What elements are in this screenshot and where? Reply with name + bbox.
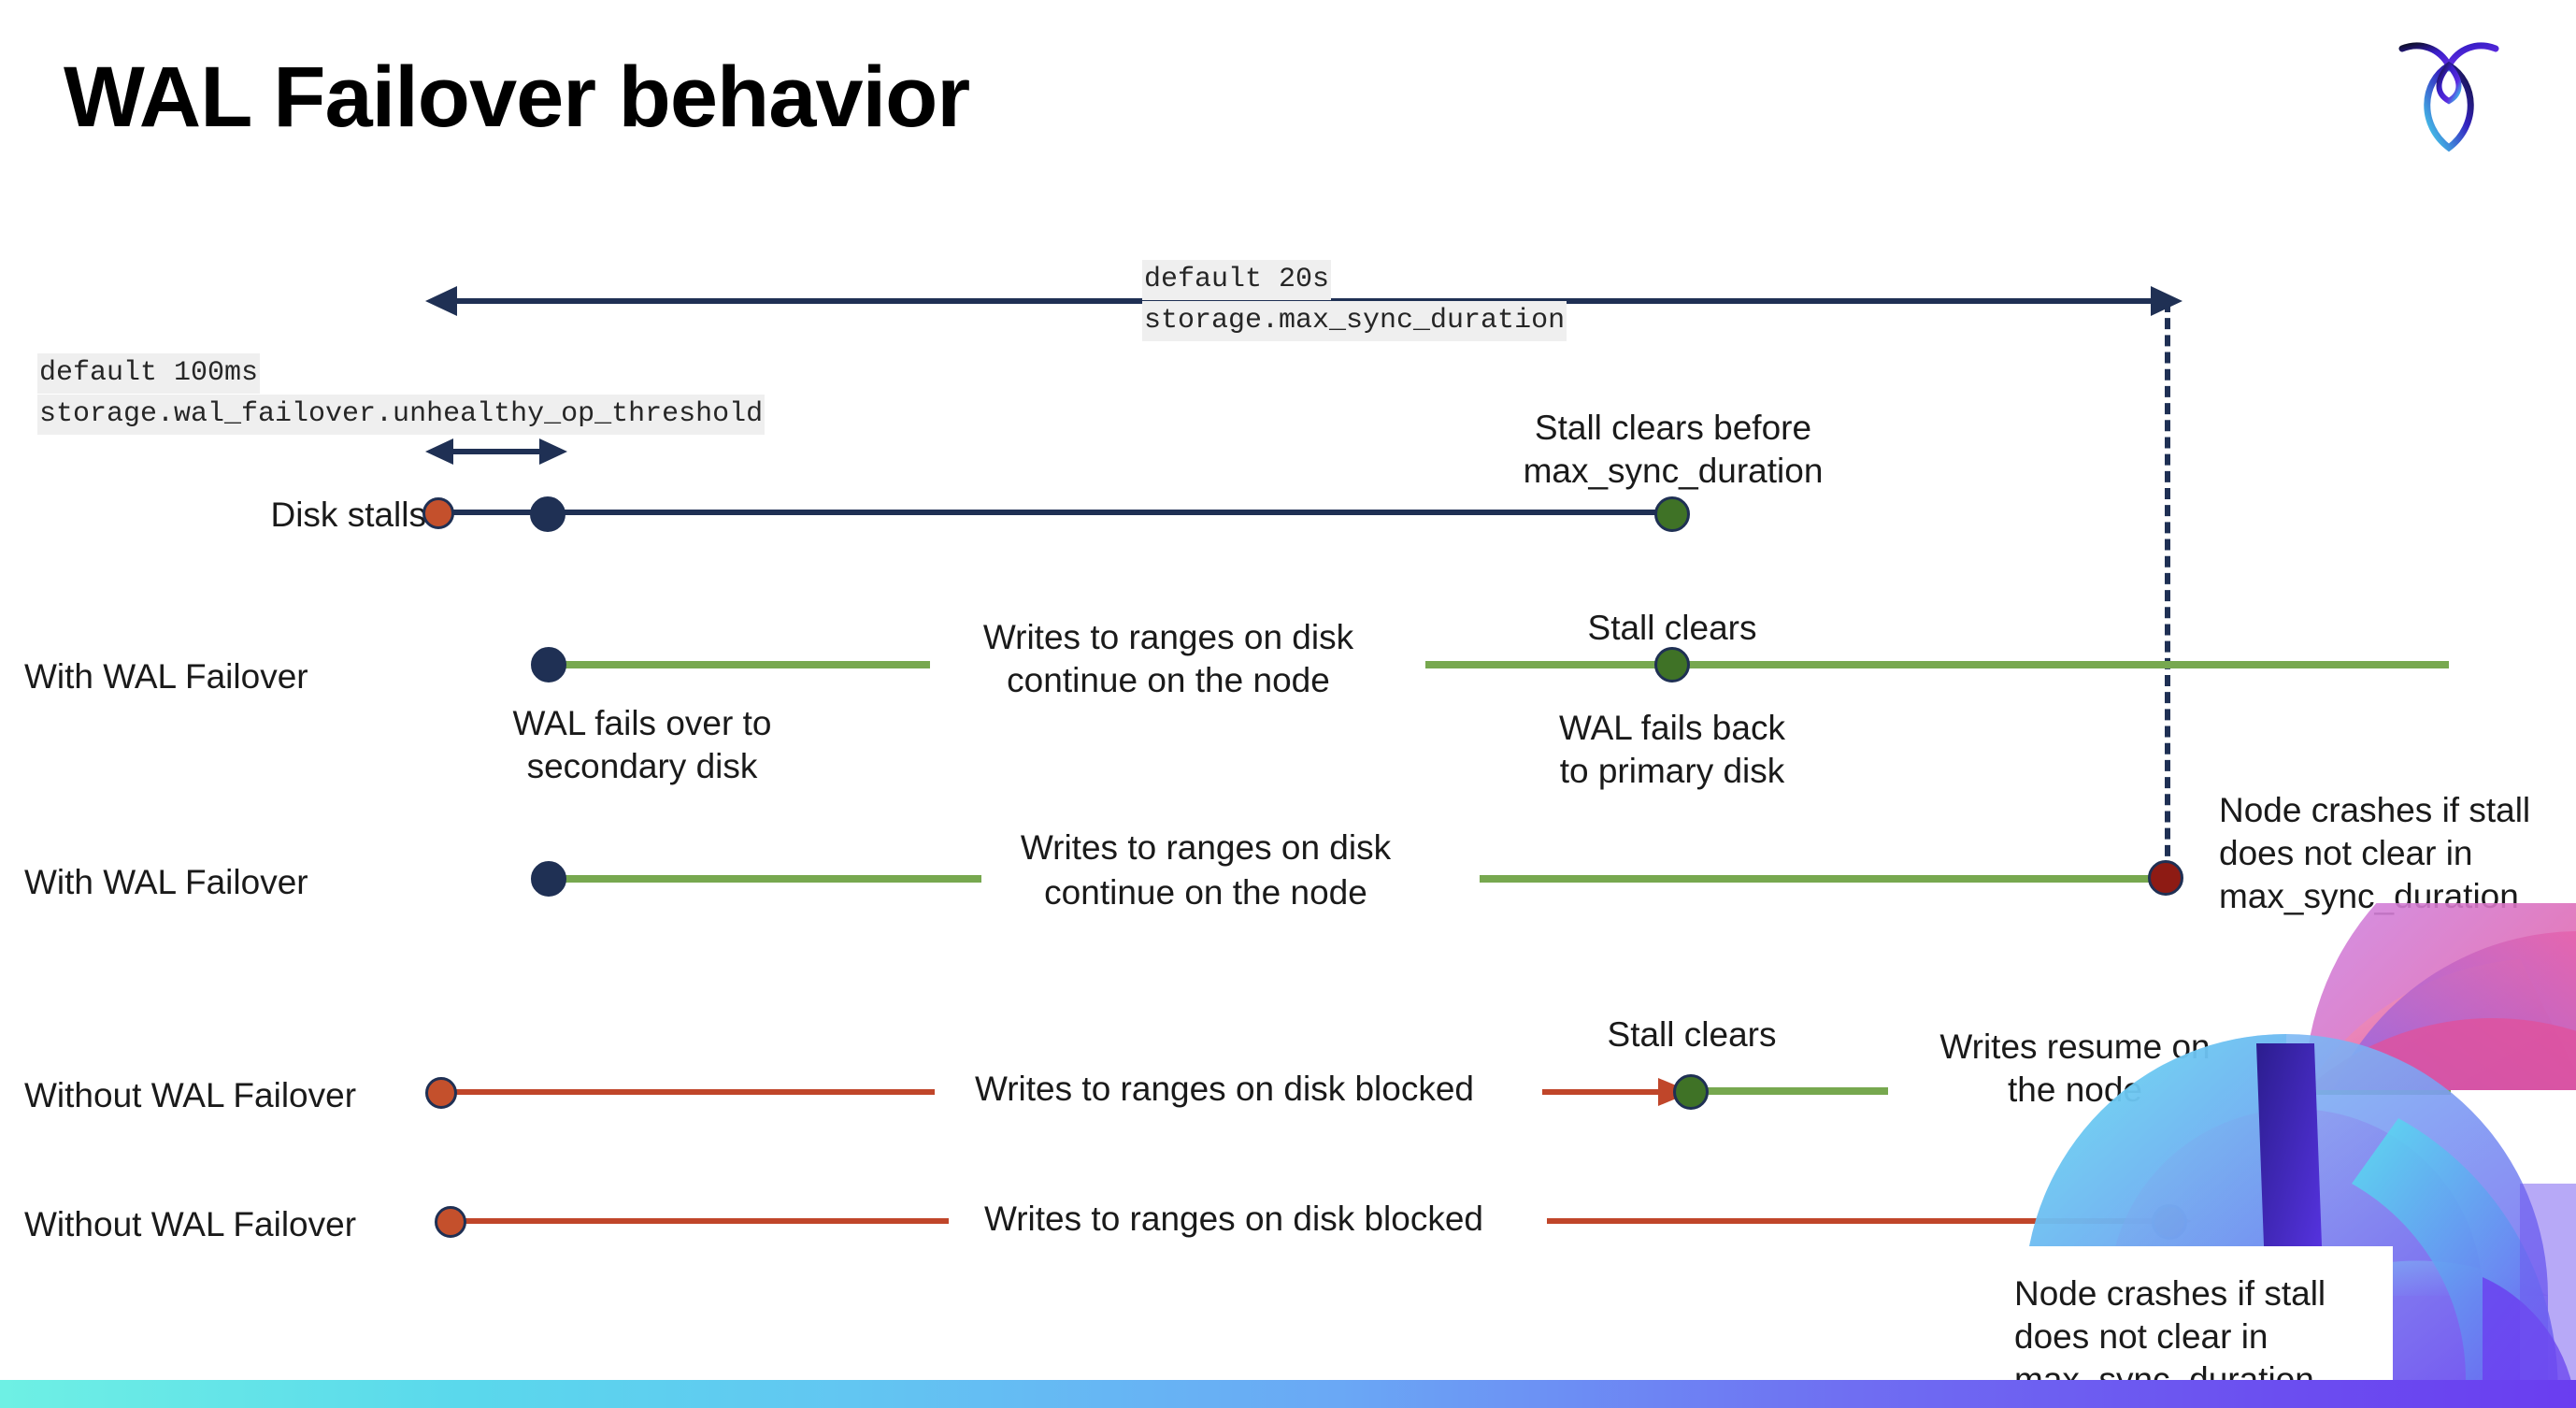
with-failover-failover-dot [531, 647, 566, 682]
without-failover-resume-line [1692, 1087, 1888, 1095]
with-failover-writes-continue-line1: Writes to ranges on disk [982, 618, 1354, 656]
unhealthy-threshold-default-label: default 100ms [37, 353, 261, 394]
unhealthy-threshold-arrow [425, 436, 567, 467]
with-failover-crash-failover-dot [531, 861, 566, 897]
with-failover-node-crash-dot [2148, 860, 2183, 896]
disk-stalls-timeline [439, 510, 1673, 515]
writes-resume-note-line2: the node [2007, 1070, 2143, 1109]
wal-failover-trigger-dot [530, 496, 565, 532]
with-failover-crash-writes-continue-line1: Writes to ranges on disk [1020, 828, 1392, 867]
without-failover-crash-blocked-line-a [458, 1218, 949, 1224]
wal-fails-over-note-line2: secondary disk [526, 747, 758, 785]
without-failover-blocked-arrow [1542, 1077, 1692, 1107]
cockroachdb-logo-icon [2393, 28, 2505, 159]
node-crash-note-upper-line3: max_sync_duration [2219, 877, 2519, 915]
without-failover-stall-clear-dot [1673, 1074, 1709, 1110]
with-failover-writes-continue-line2: continue on the node [1007, 661, 1330, 699]
bottom-gradient-bar [0, 1380, 2576, 1408]
unhealthy-threshold-setting-name: storage.wal_failover.unhealthy_op_thresh… [37, 395, 766, 435]
wal-fails-over-note-line1: WAL fails over to [512, 704, 772, 742]
row-label-without-wal-failover-clears: Without WAL Failover [24, 1076, 357, 1114]
row-label-with-wal-failover-clears: With WAL Failover [24, 657, 308, 696]
without-failover-blocked-note: Writes to ranges on disk blocked [974, 1070, 1475, 1108]
with-failover-timeline-segment-b [1425, 661, 2449, 668]
with-failover-crash-timeline-segment-b [1480, 875, 2176, 883]
max-sync-default-label: default 20s [1142, 260, 1332, 300]
without-failover-resume-line-far [2292, 1089, 2451, 1095]
with-failover-crash-timeline-segment-a [547, 875, 981, 883]
with-failover-stall-clear-dot [1654, 647, 1690, 682]
disk-stall-start-dot [422, 497, 454, 529]
without-failover-crash-blocked-note: Writes to ranges on disk blocked [983, 1200, 1484, 1238]
without-failover-crash-arrow [1547, 1206, 2192, 1236]
without-failover-node-crash-dot [2152, 1204, 2187, 1240]
stall-clears-before-note-line2: max_sync_duration [1523, 452, 1824, 490]
without-failover-blocked-line-a [449, 1089, 935, 1095]
with-failover-timeline-segment-a [547, 661, 930, 668]
disk-stall-clear-dot [1654, 496, 1690, 532]
without-failover-crash-stall-start-dot [435, 1206, 466, 1238]
row-label-disk-stalls: Disk stalls [270, 496, 426, 534]
row-label-with-wal-failover-crash: With WAL Failover [24, 863, 308, 901]
page-title: WAL Failover behavior [64, 50, 970, 145]
max-sync-deadline-dashed-line [2165, 301, 2170, 873]
without-failover-stall-clears-label: Stall clears [1607, 1015, 1777, 1054]
wal-fails-back-note-line1: WAL fails back [1559, 709, 1785, 747]
node-crash-note-upper-line1: Node crashes if stall [2219, 791, 2531, 829]
without-failover-stall-start-dot [425, 1077, 457, 1109]
node-crash-note-upper-line2: does not clear in [2219, 834, 2473, 872]
row-label-without-wal-failover-crash: Without WAL Failover [24, 1205, 357, 1243]
stall-clears-before-note-line1: Stall clears before [1534, 409, 1812, 447]
max-sync-setting-name: storage.max_sync_duration [1142, 301, 1567, 341]
with-failover-stall-clears-label: Stall clears [1587, 609, 1757, 647]
node-crash-note-lower-line1: Node crashes if stall [2014, 1274, 2326, 1313]
node-crash-note-lower-line2: does not clear in [2014, 1317, 2268, 1356]
writes-resume-note-line1: Writes resume on [1939, 1027, 2211, 1066]
wal-fails-back-note-line2: to primary disk [1559, 752, 1785, 790]
with-failover-crash-writes-continue-line2: continue on the node [1044, 873, 1367, 912]
